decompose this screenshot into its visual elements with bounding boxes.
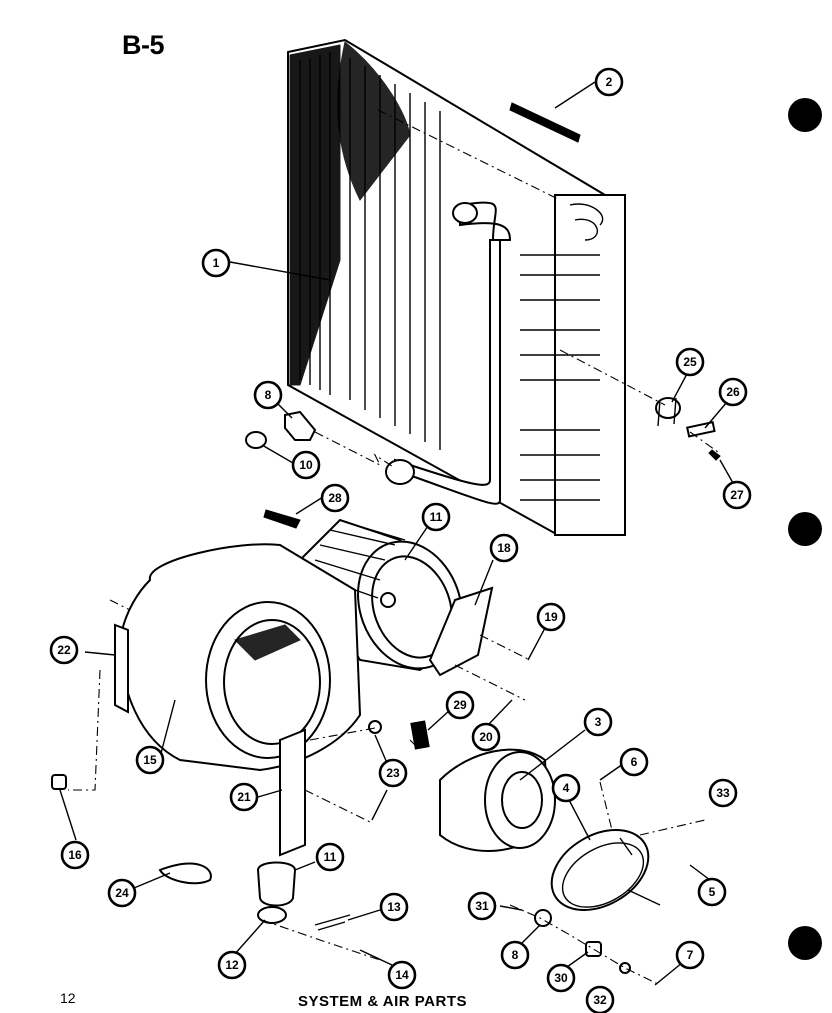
callout-5-label: 5 [709, 885, 716, 899]
callout-29: 29 [445, 690, 475, 720]
callout-12: 12 [217, 950, 247, 980]
callout-21: 21 [229, 782, 259, 812]
callout-31: 31 [467, 891, 497, 921]
binder-hole-bottom [788, 926, 822, 960]
callout-28-label: 28 [328, 491, 342, 505]
leader-lines [59, 81, 734, 986]
callout-29-label: 29 [453, 698, 467, 712]
callout-6: 6 [619, 747, 649, 777]
callout-33: 33 [708, 778, 738, 808]
callout-7: 7 [675, 940, 705, 970]
fitting-assembly-drawing [655, 397, 721, 461]
blower-wheel-drawing [298, 518, 463, 672]
callout-2-label: 2 [606, 75, 613, 89]
callout-30: 30 [546, 963, 576, 993]
callout-28: 28 [320, 483, 350, 513]
callout-22: 22 [49, 635, 79, 665]
callout-16-label: 16 [68, 848, 82, 862]
grommet-drawing [585, 941, 602, 957]
sheet-label: B-5 [122, 30, 165, 60]
callout-31-label: 31 [475, 899, 489, 913]
clamp-drawing [314, 914, 351, 931]
callout-8-valve-label: 8 [265, 388, 272, 402]
callout-25: 25 [675, 347, 705, 377]
callout-11-blower-label: 11 [430, 510, 443, 524]
callout-23: 23 [378, 758, 408, 788]
callout-15-label: 15 [143, 753, 157, 767]
callout-layer: 1 2 3 4 5 6 7 8 8 10 11 11 12 13 14 15 1… [49, 67, 752, 1013]
small-bracket-drawing [263, 509, 301, 529]
callout-18-label: 18 [497, 541, 511, 555]
lower-bracket-drawing [279, 728, 306, 857]
callout-14: 14 [387, 960, 417, 990]
callout-18: 18 [489, 533, 519, 563]
callout-27: 27 [722, 480, 752, 510]
callout-13: 13 [379, 892, 409, 922]
callout-8-washer-label: 8 [512, 948, 519, 962]
callout-19-label: 19 [544, 610, 558, 624]
capacitor-drawing [256, 861, 297, 924]
washer-drawing [534, 909, 552, 927]
callout-16: 16 [60, 840, 90, 870]
callout-27-label: 27 [730, 488, 744, 502]
mount-plate-drawing [428, 586, 494, 677]
callout-26: 26 [718, 377, 748, 407]
binder-hole-top [788, 98, 822, 132]
nut-drawing [619, 962, 631, 974]
filter-pad-drawing [410, 720, 430, 750]
side-bracket-drawing [114, 623, 129, 714]
gasket-strip-drawing [509, 102, 581, 143]
callout-23-label: 23 [386, 766, 400, 780]
callout-1: 1 [201, 248, 231, 278]
callout-24: 24 [107, 878, 137, 908]
blower-housing-drawing [118, 543, 362, 772]
screw-drawing [368, 720, 382, 734]
callout-8-washer: 8 [500, 940, 530, 970]
callout-15: 15 [135, 745, 165, 775]
callout-2: 2 [594, 67, 624, 97]
clip-drawing [51, 774, 67, 790]
motor-band-drawing [550, 829, 661, 911]
callout-20-label: 20 [479, 730, 493, 744]
callout-25-label: 25 [683, 355, 697, 369]
callout-4: 4 [551, 773, 581, 803]
callout-22-label: 22 [57, 643, 71, 657]
page-caption: SYSTEM & AIR PARTS [298, 993, 468, 1010]
callout-33-label: 33 [716, 786, 730, 800]
callout-1-label: 1 [213, 256, 220, 270]
callout-12-label: 12 [225, 958, 239, 972]
motor-drawing [439, 748, 556, 852]
callout-3-label: 3 [595, 715, 602, 729]
callout-24-label: 24 [115, 886, 129, 900]
callout-5: 5 [697, 877, 727, 907]
callout-21-label: 21 [237, 790, 251, 804]
callout-10: 10 [291, 450, 321, 480]
valve-assembly-drawing [245, 410, 317, 449]
callout-14-label: 14 [395, 968, 409, 982]
assembly-lines [68, 39, 719, 986]
callout-6-label: 6 [631, 755, 638, 769]
callout-8-valve: 8 [253, 380, 283, 410]
evaporator-coil-drawing [287, 38, 626, 537]
binder-hole-middle [788, 512, 822, 546]
callout-10-label: 10 [299, 458, 313, 472]
strap-drawing [158, 862, 212, 885]
callout-19: 19 [536, 602, 566, 632]
callout-13-label: 13 [387, 900, 401, 914]
callout-4-label: 4 [563, 781, 570, 795]
callout-32: 32 [585, 985, 615, 1013]
callout-7-label: 7 [687, 948, 694, 962]
callout-30-label: 30 [554, 971, 568, 985]
callout-11-upper-label: 11 [324, 850, 337, 864]
callout-11-blower: 11 [421, 502, 451, 532]
callout-11-upper: 11 [315, 842, 345, 872]
callout-20: 20 [471, 722, 501, 752]
page-number: 12 [60, 990, 76, 1006]
callout-32-label: 32 [593, 993, 607, 1007]
callout-26-label: 26 [726, 385, 740, 399]
callout-3: 3 [583, 707, 613, 737]
